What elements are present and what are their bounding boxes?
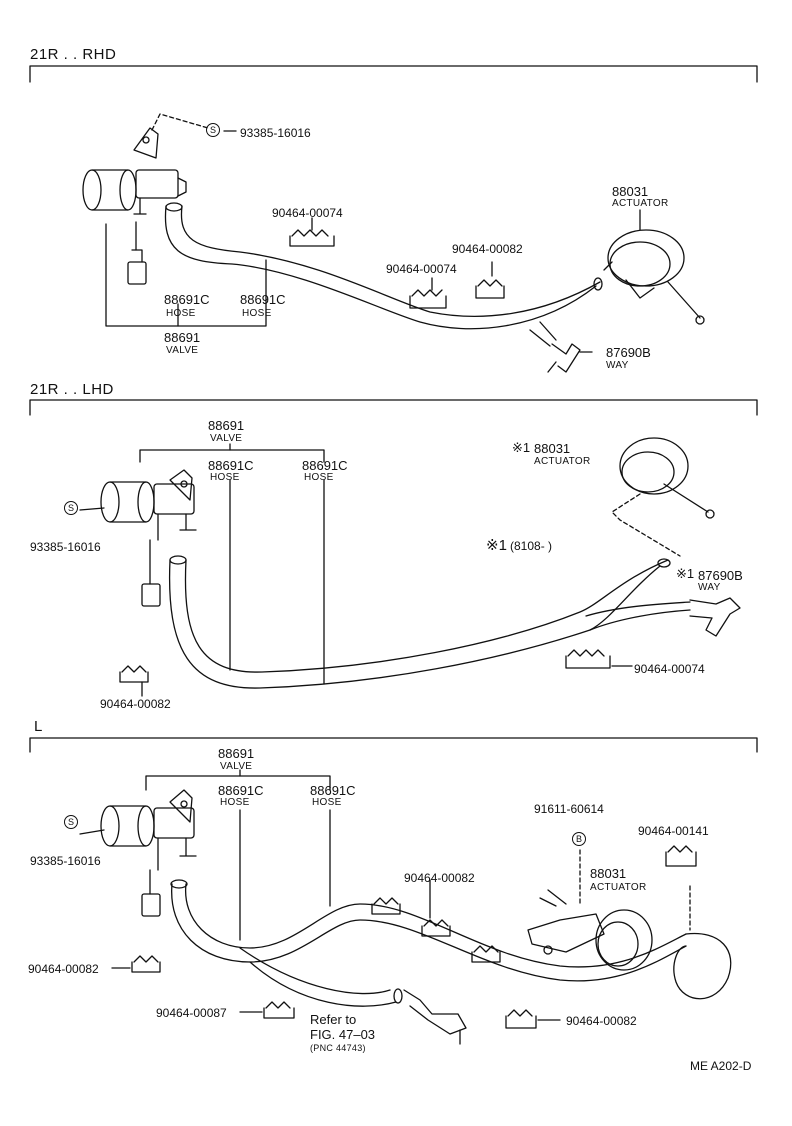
section-title-rhd: 21R . . RHD [30,46,117,63]
hose-b-name-l: HOSE [312,797,342,808]
valve-bracket-rhd [105,223,267,327]
bolt-marker-lhd: S [64,501,78,515]
hose-a-name-lhd: HOSE [210,472,240,483]
section-title-l: L [34,718,43,735]
valve-part-number-lhd: 88691 [208,418,245,433]
bracket-bolt-part-number-l: 91611-60614 [534,802,604,816]
diagram-code: ME A202-D [690,1059,752,1073]
way-lhd [689,597,741,637]
valve-name-l: VALVE [220,761,253,772]
way-part-number-rhd: 87690B [606,345,651,360]
actuator-name-l: ACTUATOR [590,882,647,893]
bolt-part-number-rhd: 93385-16016 [240,126,311,140]
bolt-leader-rhd [151,113,237,132]
hose-b-name-rhd: HOSE [242,308,272,319]
section-title-lhd: 21R . . LHD [30,381,114,398]
bolt-part-number-l: 93385-16016 [30,854,101,868]
valve-lhd [100,469,197,607]
actuator-name-rhd: ACTUATOR [612,198,669,209]
clamp-c-part-number-rhd: 90464-00082 [452,242,523,256]
actuator-part-number-lhd: 88031 [534,441,571,456]
refer-line-2-l: FIG. 47–03 [310,1027,376,1042]
clamp-a-part-number-lhd: 90464-00074 [634,662,705,676]
hose-b-part-number-lhd: 88691C [302,458,348,473]
actuator-rhd [603,209,705,325]
valve-rhd [82,127,187,285]
section-frame-lhd [29,399,758,416]
actuator-part-number-l: 88031 [590,866,627,881]
clamp-mid-part-number-l: 90464-00082 [404,871,475,885]
bolt-leader-l [79,829,105,835]
clamp-b-part-number-lhd: 90464-00082 [100,697,171,711]
valve-name-rhd: VALVE [166,345,199,356]
hose-b-name-lhd: HOSE [304,472,334,483]
clamps-rhd [289,217,505,309]
actuator-name-lhd: ACTUATOR [534,456,591,467]
refer-line-1-l: Refer to [310,1012,357,1027]
bolt-marker-l: S [64,815,78,829]
actuator-mark-lhd: ※1 [512,440,531,455]
way-name-lhd: WAY [698,582,721,593]
clamp-right-part-number-l: 90464-00082 [566,1014,637,1028]
bolt-part-number-lhd: 93385-16016 [30,540,101,554]
valve-bracket-lhd [139,443,325,463]
section-frame-rhd [29,65,758,83]
hose-lhd [168,479,691,689]
clamp-a-part-number-rhd: 90464-00074 [272,206,343,220]
hose-b-part-number-rhd: 88691C [240,292,286,307]
valve-part-number-l: 88691 [218,746,255,761]
actuator-lhd [611,437,715,557]
bolt-marker-rhd: S [206,123,220,137]
actuator-l [527,849,691,971]
way-mark-lhd: ※1 [676,566,695,581]
way-rhd [547,343,593,373]
hose-a-part-number-lhd: 88691C [208,458,254,473]
hose-a-name-rhd: HOSE [166,308,196,319]
refer-tube-l [403,989,467,1045]
clamps-l [111,845,697,1029]
hose-a-part-number-l: 88691C [218,783,264,798]
hose-rhd [164,202,603,347]
valve-name-lhd: VALVE [210,433,243,444]
valve-part-number-rhd: 88691 [164,330,201,345]
hose-a-part-number-rhd: 88691C [164,292,210,307]
hose-b-part-number-l: 88691C [310,783,356,798]
clamps-lhd [119,649,633,697]
actuator-part-number-rhd: 88031 [612,184,649,199]
way-name-rhd: WAY [606,360,629,371]
note-text-lhd: (8108- ) [510,539,553,553]
way-part-number-lhd: 87690B [698,568,743,583]
note-mark-lhd: ※1 [486,537,507,554]
refer-pnc-l: (PNC 44743) [310,1043,366,1053]
section-frame-l [29,737,758,753]
bolt-leader-lhd [79,507,105,511]
hose-a-name-l: HOSE [220,797,250,808]
valve-bracket-l [145,769,331,791]
clamp-b-part-number-rhd: 90464-00074 [386,262,457,276]
clamp-left-part-number-l: 90464-00082 [28,962,99,976]
valve-l [100,789,197,917]
bracket-bolt-marker-l: B [572,832,586,846]
clamp-bottom-part-number-l: 90464-00087 [156,1006,227,1020]
clamp-top-part-number-l: 90464-00141 [638,824,709,838]
hose-l [170,809,732,1007]
